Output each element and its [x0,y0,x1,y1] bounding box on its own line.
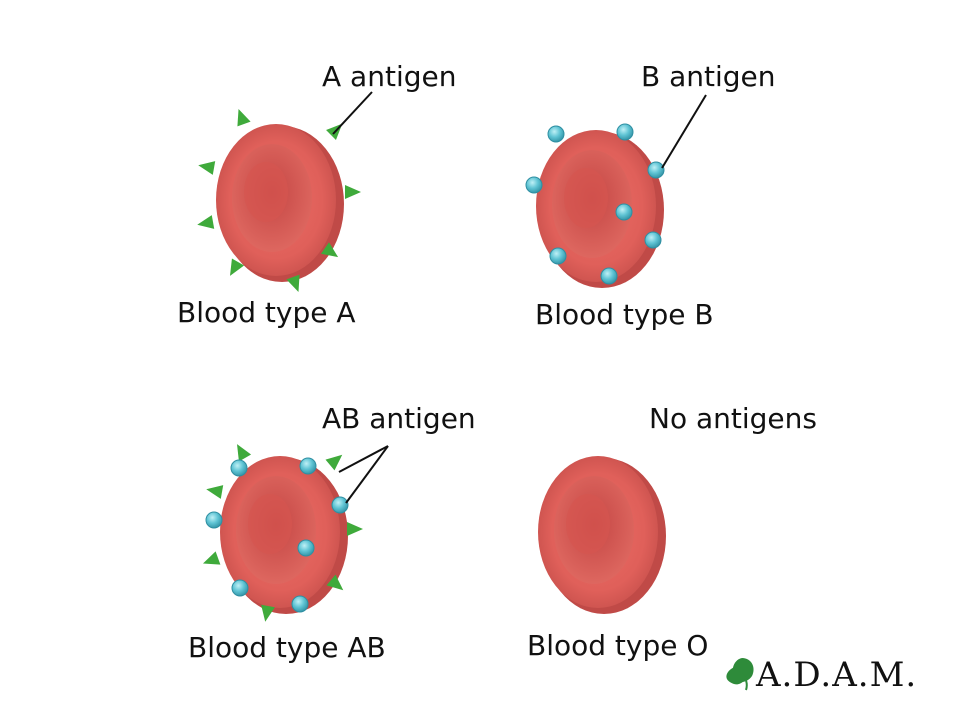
a-antigen-spike [206,485,224,499]
b-antigen-bead [231,579,249,597]
b-antigen-bead [230,459,248,477]
caption-blood-type-a: Blood type A [177,296,356,329]
leaf-icon [726,658,754,691]
cell-center [566,494,610,554]
b-antigen-bead [644,231,662,249]
antigen-label-o: No antigens [649,402,817,435]
b-antigen-bead [331,496,349,514]
b-antigen-bead [297,539,315,557]
caption-blood-type-o: Blood type O [527,629,708,662]
a-antigen-spike [347,522,363,536]
logo-text: A.D.A.M. [755,655,917,695]
antigen-label-ab: AB antigen [322,402,476,435]
cell-o [538,456,666,614]
a-antigen-spike [237,108,251,127]
a-antigen-spike [230,258,245,276]
b-antigen-bead [205,511,223,529]
a-antigen-spike [286,274,300,293]
cell-a [197,108,361,293]
panel-blood-type-a: A antigen Blood type A [177,60,456,329]
a-antigen-spike [198,161,216,175]
cell-b [525,123,665,288]
b-antigen-bead [616,123,634,141]
cell-ab [202,444,363,622]
a-antigen-spike [197,215,215,229]
a-antigen-spike [202,551,221,565]
panel-blood-type-o: No antigens Blood type O [527,402,817,662]
cell-center [248,494,292,554]
leader-line-a [332,91,373,135]
cell-center [564,168,608,228]
panel-blood-type-b: B antigen Blood type B [525,60,776,331]
caption-blood-type-ab: Blood type AB [188,631,386,664]
antigen-label-b: B antigen [641,60,776,93]
b-antigen-bead [615,203,633,221]
a-antigen-spike [320,242,339,258]
leader-line-b [661,94,707,169]
b-antigen-bead [291,595,309,613]
b-antigen-bead [299,457,317,475]
adam-logo: A.D.A.M. [726,655,917,695]
a-antigen-spike [345,185,361,199]
b-antigen-bead [547,125,565,143]
b-antigen-bead [549,247,567,265]
panel-blood-type-ab: AB antigen Blood type AB [188,402,476,664]
leader-line-ab-1 [338,445,389,473]
b-antigen-bead [600,267,618,285]
cell-center [244,162,288,222]
caption-blood-type-b: Blood type B [535,298,714,331]
b-antigen-bead [647,161,665,179]
antigen-label-a: A antigen [322,60,456,93]
leader-line-ab-2 [345,445,389,504]
a-antigen-spike [261,604,275,622]
a-antigen-spike [325,454,343,471]
a-antigen-spike [326,574,344,591]
a-antigen-spike [237,444,252,462]
b-antigen-bead [525,176,543,194]
